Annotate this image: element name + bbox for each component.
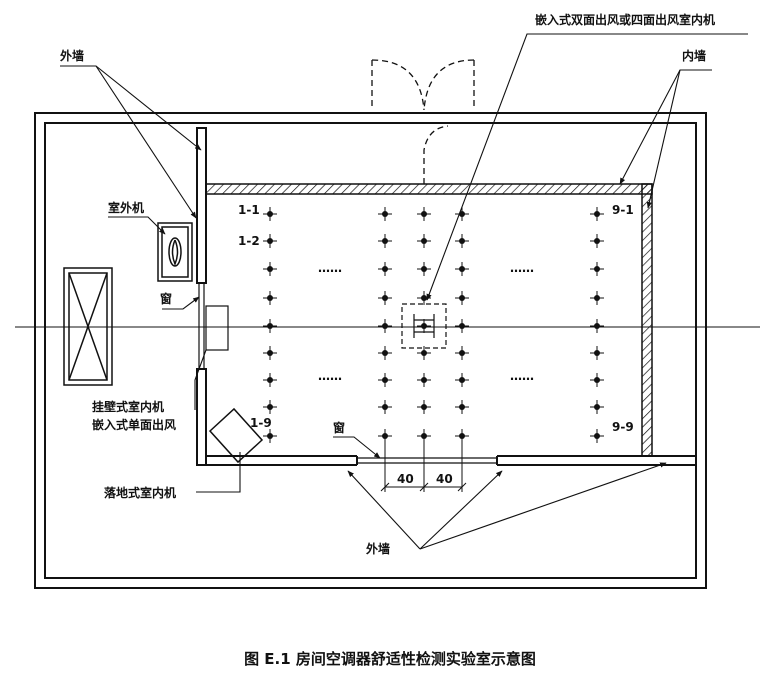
- measurement-point: [455, 234, 469, 248]
- point-label-9-1: 9-1: [612, 203, 634, 217]
- dimension-lines: [380, 440, 467, 492]
- label-window-left: 窗: [160, 291, 172, 306]
- label-floor-standing: 落地式室内机: [104, 485, 176, 500]
- measurement-point: [263, 429, 277, 443]
- left-equipment: [63, 267, 113, 386]
- floor-standing-unit: [208, 407, 264, 464]
- label-outer-wall-top: 外墙: [60, 48, 84, 63]
- measurement-point: [263, 346, 277, 360]
- measurement-point: [417, 400, 431, 414]
- measurement-point: [263, 207, 277, 221]
- measurement-point: [378, 400, 392, 414]
- point-label-1-9: 1-9: [250, 416, 272, 430]
- label-outdoor-unit: 室外机: [108, 200, 144, 215]
- figure-caption: 图 E.1 房间空调器舒适性检测实验室示意图: [244, 650, 536, 668]
- measurement-point: [455, 262, 469, 276]
- point-label-1-2: 1-2: [238, 234, 260, 248]
- label-window-bottom: 窗: [333, 420, 345, 435]
- measurement-point: [263, 262, 277, 276]
- measurement-point: [455, 373, 469, 387]
- label-inner-wall: 内墙: [682, 48, 706, 63]
- label-embedded-double-four: 嵌入式双面出风或四面出风室内机: [535, 12, 715, 27]
- label-outer-wall-bottom: 外墙: [366, 541, 390, 556]
- measurement-point: [590, 234, 604, 248]
- measurement-point: [378, 207, 392, 221]
- wall-mounted-unit: [205, 305, 229, 351]
- measurement-point: [455, 319, 469, 333]
- point-label-1-1: 1-1: [238, 203, 260, 217]
- measurement-point: [417, 291, 431, 305]
- outer-enclosure: [34, 112, 707, 589]
- measurement-point: [417, 319, 431, 333]
- window-bottom: [357, 457, 497, 464]
- ellipsis-top-right: ……: [510, 261, 534, 275]
- measurement-points: [263, 207, 604, 443]
- dimension-left: 40: [397, 472, 414, 486]
- measurement-point: [378, 234, 392, 248]
- measurement-point: [590, 291, 604, 305]
- outdoor-unit: [157, 222, 193, 282]
- measurement-point: [378, 319, 392, 333]
- ellipsis-bottom-right: ……: [510, 369, 534, 383]
- ellipsis-bottom-left: ……: [318, 369, 342, 383]
- door-swing: [371, 59, 475, 184]
- measurement-point: [263, 319, 277, 333]
- measurement-point: [590, 373, 604, 387]
- leader-lines: [60, 33, 748, 550]
- measurement-point: [590, 319, 604, 333]
- measurement-point: [263, 400, 277, 414]
- measurement-point: [263, 291, 277, 305]
- measurement-point: [417, 262, 431, 276]
- measurement-point: [378, 346, 392, 360]
- measurement-point: [455, 291, 469, 305]
- ellipsis-top-left: ……: [318, 261, 342, 275]
- measurement-point: [378, 291, 392, 305]
- label-wall-mounted: 挂壁式室内机: [92, 399, 164, 414]
- measurement-point: [263, 234, 277, 248]
- measurement-point: [455, 207, 469, 221]
- measurement-point: [590, 262, 604, 276]
- measurement-point: [590, 207, 604, 221]
- measurement-point: [590, 346, 604, 360]
- measurement-point: [455, 400, 469, 414]
- measurement-point: [378, 373, 392, 387]
- measurement-point: [417, 373, 431, 387]
- dimension-right: 40: [436, 472, 453, 486]
- measurement-point: [455, 346, 469, 360]
- measurement-point: [590, 400, 604, 414]
- measurement-point: [417, 207, 431, 221]
- point-label-9-9: 9-9: [612, 420, 634, 434]
- measurement-point: [263, 373, 277, 387]
- label-embedded-single: 嵌入式单面出风: [92, 417, 176, 432]
- measurement-point: [417, 346, 431, 360]
- measurement-point: [378, 262, 392, 276]
- measurement-point: [378, 429, 392, 443]
- measurement-point: [417, 234, 431, 248]
- measurement-point: [590, 429, 604, 443]
